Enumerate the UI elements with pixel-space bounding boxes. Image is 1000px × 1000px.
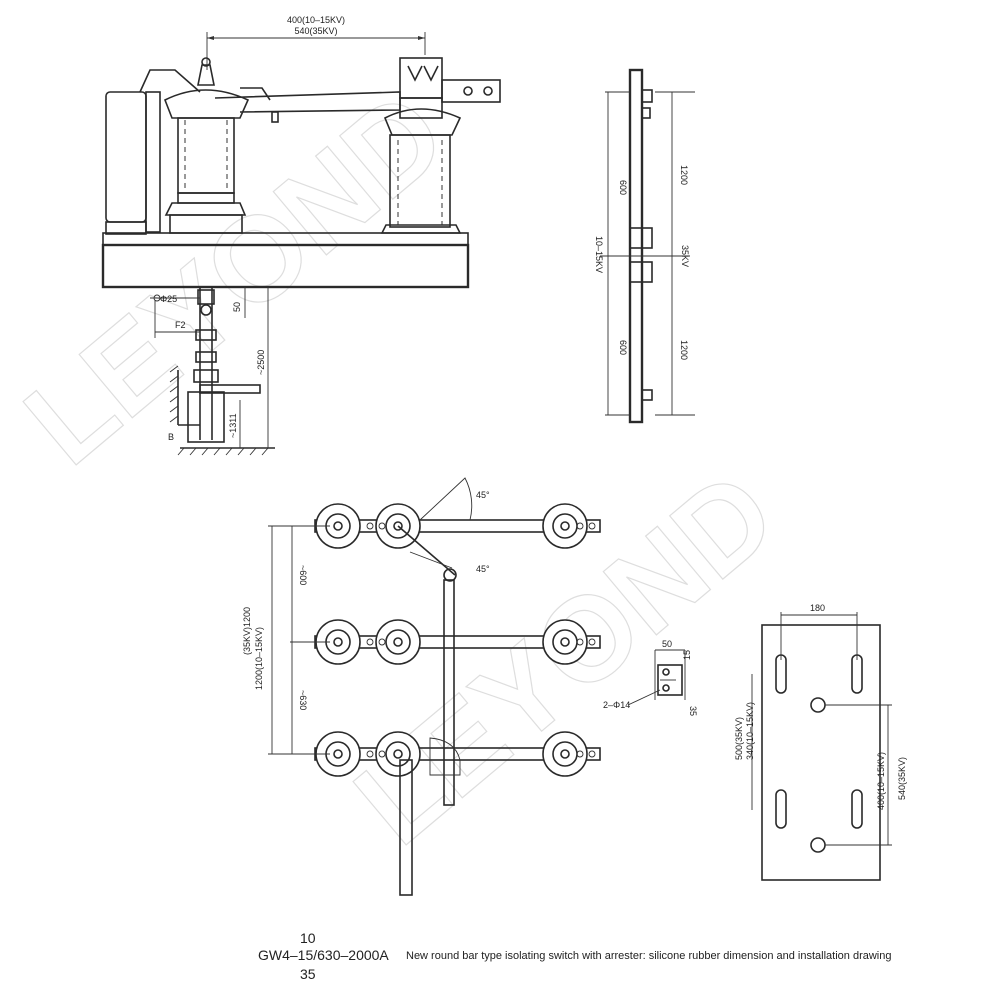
dim-f2: F2 <box>175 320 186 330</box>
side-dim-600-top: 600 <box>618 180 628 195</box>
detail-dim-15: 15 <box>682 650 692 660</box>
caption-description: New round bar type isolating switch with… <box>406 950 892 962</box>
plate-dim-right-a: 400(10–15KV) <box>876 752 886 810</box>
side-dim-1200-top: 1200 <box>679 165 689 185</box>
dim-top-1: 400(10–15KV) <box>287 15 345 25</box>
caption-model: GW4–15/630–2000A <box>258 947 389 963</box>
caption: 10 GW4–15/630–2000A New round bar type i… <box>258 930 998 990</box>
dim-50-front: 50 <box>232 302 242 312</box>
detail-dim-50: 50 <box>662 639 672 649</box>
plan-dim-630: ~630 <box>298 690 308 710</box>
dim-1311: ~1311 <box>228 413 238 438</box>
dim-top-2: 540(35KV) <box>294 26 337 36</box>
detail-holes: 2–Φ14 <box>603 700 630 710</box>
caption-sub-bottom: 35 <box>300 966 316 982</box>
side-dim-600-bot: 600 <box>618 340 628 355</box>
side-label-10-15kv: 10–15KV <box>594 236 604 273</box>
side-view: 600 1200 10–15KV 35KV 600 1200 <box>594 68 695 424</box>
caption-sup-top: 10 <box>300 930 316 946</box>
label-b: B <box>168 432 174 442</box>
dim-2500: ~2500 <box>256 350 266 375</box>
plan-dim-left-a: 1200(10–15KV) <box>254 627 264 690</box>
plan-dim-left-b: (35KV)1200 <box>242 607 252 655</box>
plate-dim-left-b: 340(10–15KV) <box>745 702 755 760</box>
plan-dim-600: ~600 <box>298 565 308 585</box>
plate-dim-right-b: 540(35KV) <box>897 757 907 800</box>
side-dim-1200-bot: 1200 <box>679 340 689 360</box>
side-label-35kv: 35KV <box>680 245 690 267</box>
dim-phi25: Φ25 <box>160 294 177 304</box>
angle-45-bottom: 45° <box>476 564 490 574</box>
angle-45-top: 45° <box>476 490 490 500</box>
plate-dim-left-a: 500(35KV) <box>734 717 744 760</box>
front-view: 400(10–15KV) 540(35KV) <box>101 15 501 456</box>
detail-view: 50 15 35 2–Φ14 <box>603 639 698 716</box>
base-plate-view: 180 500(35KV) 340(10–15KV) 400(10–15KV) … <box>734 603 907 881</box>
plan-view: 45° 45° ~600 ~630 1200(10–15KV) (35KV)12… <box>242 477 601 896</box>
plate-dim-180: 180 <box>810 603 825 613</box>
detail-dim-35: 35 <box>688 706 698 716</box>
